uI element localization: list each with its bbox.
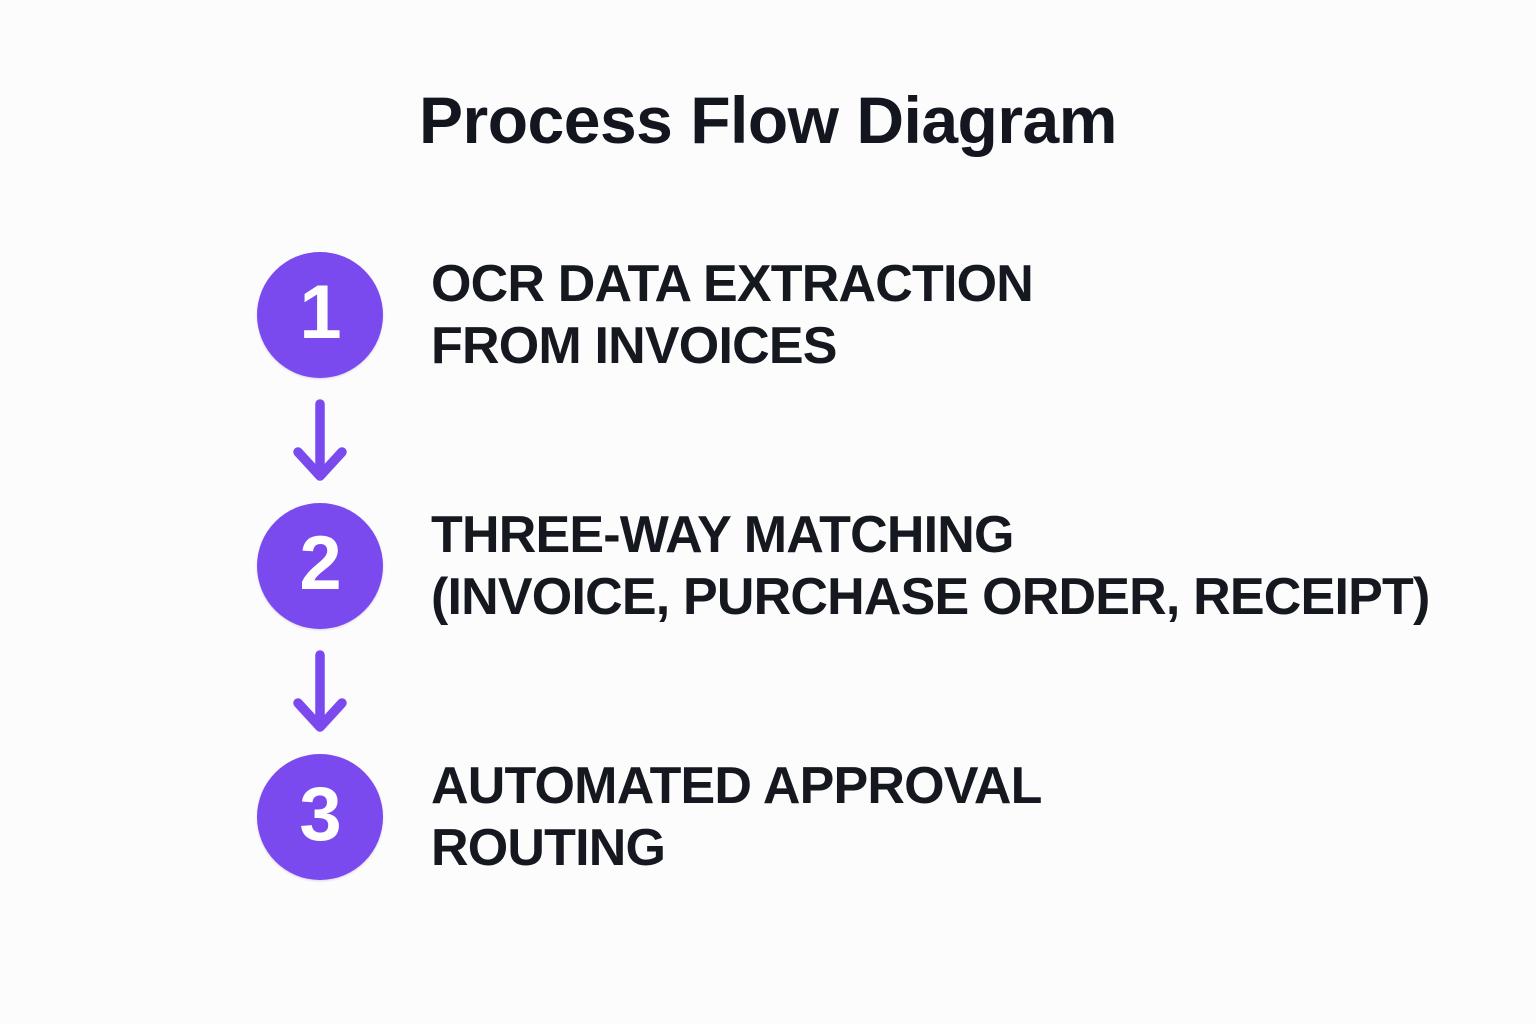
connector-1 (257, 378, 383, 503)
arrow-down-icon (289, 398, 351, 484)
process-flow-steps: 1 OCR DATA EXTRACTION FROM INVOICES (257, 252, 1430, 880)
step-label-3-line-1: AUTOMATED APPROVAL (431, 757, 1042, 815)
step-label-3: AUTOMATED APPROVAL ROUTING (431, 755, 1042, 879)
step-label-3-line-2: ROUTING (431, 819, 666, 877)
step-number-3: 3 (299, 772, 341, 857)
step-label-2-line-1: THREE-WAY MATCHING (431, 506, 1014, 564)
step-badge-2[interactable]: 2 (257, 503, 383, 629)
step-label-2: THREE-WAY MATCHING (INVOICE, PURCHASE OR… (431, 504, 1430, 628)
step-badge-1[interactable]: 1 (257, 252, 383, 378)
arrow-down-icon (289, 649, 351, 735)
step-label-1: OCR DATA EXTRACTION FROM INVOICES (431, 253, 1034, 377)
connector-2 (257, 629, 383, 754)
step-label-2-line-2: (INVOICE, PURCHASE ORDER, RECEIPT) (431, 568, 1430, 626)
flow-step-2[interactable]: 2 THREE-WAY MATCHING (INVOICE, PURCHASE … (257, 503, 1430, 629)
step-label-1-line-1: OCR DATA EXTRACTION (431, 255, 1034, 313)
page-title: Process Flow Diagram (419, 83, 1117, 157)
step-badge-3[interactable]: 3 (257, 754, 383, 880)
flow-step-1[interactable]: 1 OCR DATA EXTRACTION FROM INVOICES (257, 252, 1377, 378)
step-number-2: 2 (299, 521, 341, 606)
step-label-1-line-2: FROM INVOICES (431, 317, 837, 375)
flow-step-3[interactable]: 3 AUTOMATED APPROVAL ROUTING (257, 754, 1377, 880)
step-number-1: 1 (299, 270, 341, 355)
